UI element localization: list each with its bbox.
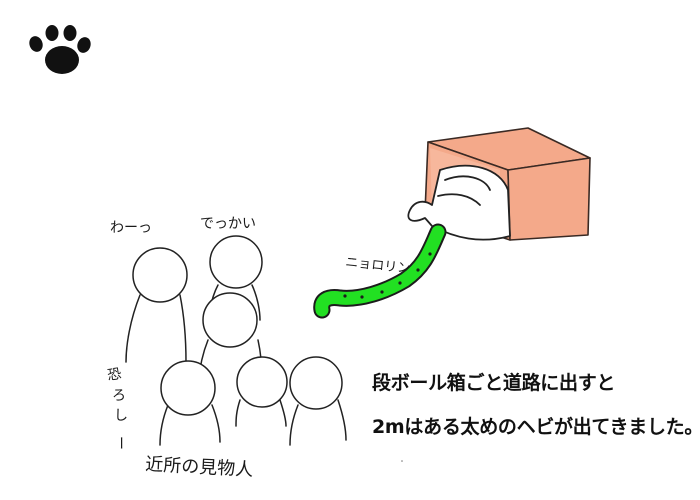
caption-line-2: 2mはある太めのヘビが出てきました。 (372, 416, 700, 438)
exclamation-scary-4: ー (112, 436, 128, 450)
sound-effect-label: ニョロリン (345, 255, 411, 277)
crowd-label: 近所の見物人 (145, 454, 254, 481)
caption-line-1: 段ボール箱ごと道路に出すと (372, 372, 616, 394)
exclamation-big: でっかい (200, 216, 256, 232)
person (159, 360, 221, 446)
person (289, 356, 347, 446)
paw-print-icon (29, 25, 91, 74)
snake (313, 223, 447, 319)
exclamation-scary-2: ろ (112, 388, 126, 404)
crowd-people (125, 235, 347, 446)
stray-dot (401, 460, 403, 462)
person (125, 247, 188, 363)
exclamation-wow: わーっ (110, 220, 152, 236)
person (207, 235, 263, 331)
hand-arm (407, 164, 511, 241)
person (235, 356, 288, 427)
exclamation-scary-3: し (114, 408, 128, 424)
exclamation-scary-1: 恐 (106, 366, 122, 384)
